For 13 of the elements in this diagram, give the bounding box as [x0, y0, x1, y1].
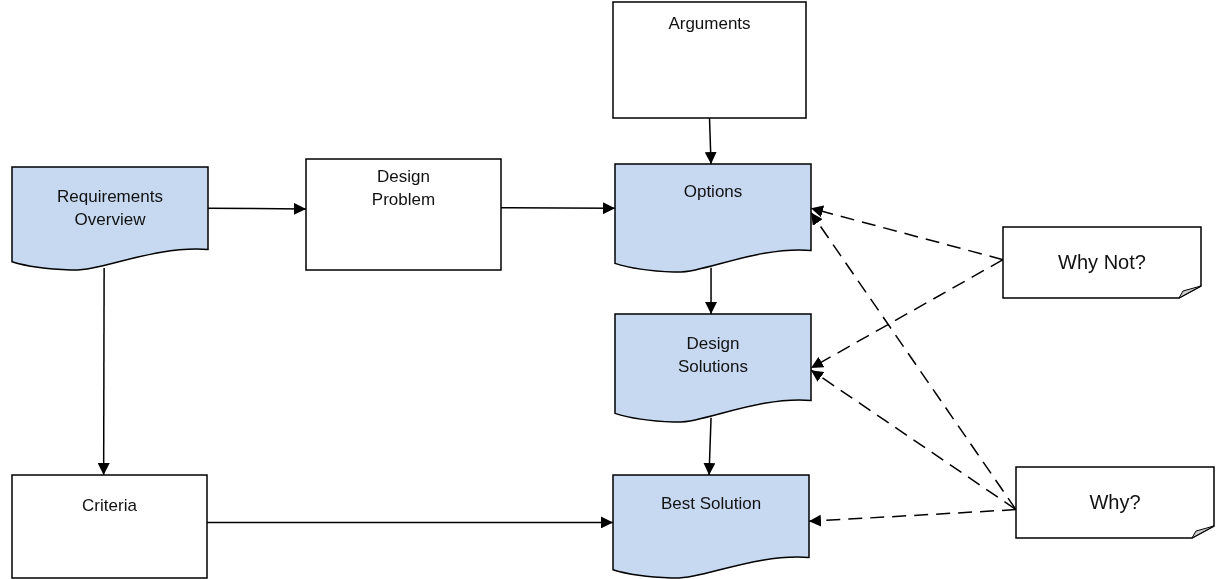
node-label: Why?	[1089, 491, 1141, 514]
node-label: Design Problem	[370, 166, 437, 211]
arrow	[703, 416, 716, 476]
node-label: Arguments	[667, 13, 752, 35]
arrow	[704, 117, 717, 165]
node-label: Criteria	[81, 495, 138, 517]
node-label: Design Solutions	[677, 333, 749, 378]
node-label: Options	[682, 181, 744, 203]
node-label: Why Not?	[1058, 251, 1146, 274]
node-label: Requirements Overview	[56, 186, 164, 231]
node-label: Best Solution	[659, 493, 763, 515]
arrow	[705, 266, 718, 315]
arrow	[97, 267, 110, 476]
